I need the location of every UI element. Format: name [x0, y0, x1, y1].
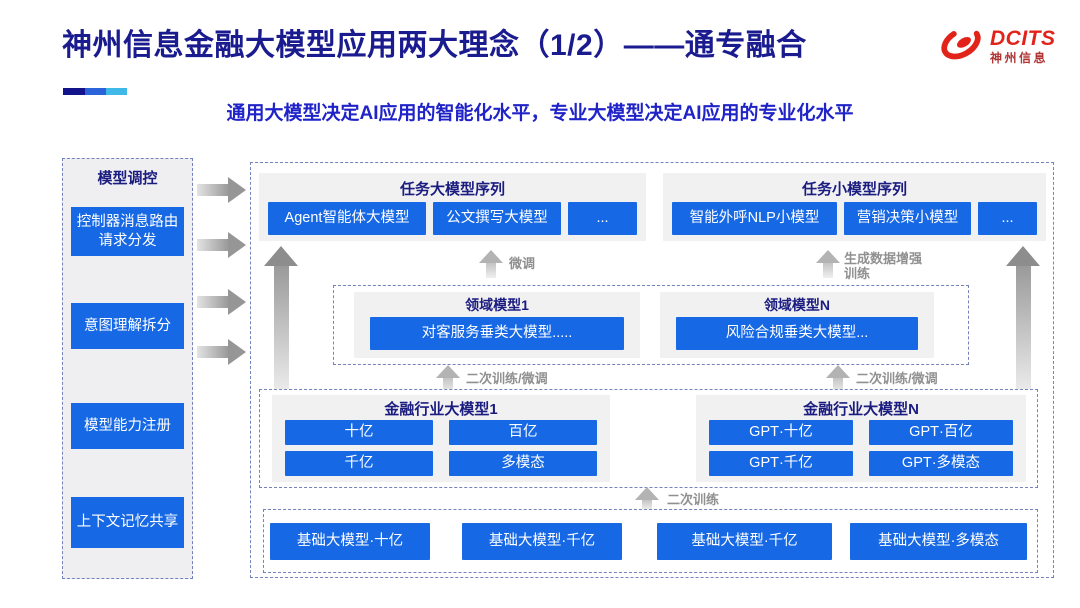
arrow-up-tall-left-icon [264, 246, 298, 394]
panel-task-large-title: 任务大模型序列 [399, 181, 505, 198]
group-industry-model-1: 金融行业大模型1 十亿 百亿 千亿 多模态 [272, 395, 610, 482]
group-domain-1-title: 领域模型1 [465, 297, 529, 313]
arrow-up-secondary-training-icon [635, 487, 659, 510]
label-gen-data-training: 生成数据增强 训练 [844, 251, 923, 281]
node-customer-service-model: 对客服务垂类大模型..... [370, 317, 624, 350]
group-domain-model-1: 领域模型1 对客服务垂类大模型..... [354, 292, 640, 358]
arrow-up-secondary-ft-left-icon [436, 365, 460, 393]
node-large-models-ellipsis: ... [568, 202, 637, 235]
node-foundation-100b-a: 基础大模型·千亿 [462, 523, 622, 560]
panel-task-large-models: 任务大模型序列 Agent智能体大模型 公文撰写大模型 ... [259, 173, 646, 241]
arrow-right-1-icon [197, 177, 247, 203]
node-document-writing-model: 公文撰写大模型 [433, 202, 561, 235]
node-foundation-1b: 基础大模型·十亿 [270, 523, 430, 560]
arrow-right-3-icon [197, 289, 247, 315]
sidebar-item-context-memory: 上下文记忆共享 [71, 497, 184, 548]
sidebar-model-control: 模型调控 控制器消息路由请求分发 意图理解拆分 模型能力注册 上下文记忆共享 [62, 158, 193, 579]
panel-domain-models: 领域模型1 对客服务垂类大模型..... 领域模型N 风险合规垂类大模型... [333, 285, 969, 365]
node-risk-compliance-model: 风险合规垂类大模型... [676, 317, 918, 350]
main-diagram: 任务大模型序列 Agent智能体大模型 公文撰写大模型 ... 任务小模型序列 … [250, 162, 1054, 578]
slide-subtitle: 通用大模型决定AI应用的智能化水平，专业大模型决定AI应用的专业化水平 [226, 103, 854, 124]
logo-brand: DCITS [990, 26, 1056, 50]
node-marketing-decision-small-model: 营销决策小模型 [844, 202, 971, 235]
node-10b: 百亿 [449, 420, 597, 445]
node-foundation-100b-b: 基础大模型·千亿 [657, 523, 832, 560]
sidebar-item-intent-splitting: 意图理解拆分 [71, 303, 184, 349]
panel-industry-models: 金融行业大模型1 十亿 百亿 千亿 多模态 金融行业大模型N GPT·十亿 GP… [259, 389, 1038, 488]
node-foundation-multimodal: 基础大模型·多模态 [850, 523, 1027, 560]
arrow-right-4-icon [197, 339, 247, 365]
logo-brand-cn: 神州信息 [990, 50, 1049, 65]
label-finetune: 微调 [509, 256, 536, 271]
label-secondary-training: 二次训练 [667, 492, 720, 507]
node-gpt-multimodal: GPT·多模态 [869, 451, 1013, 476]
panel-task-small-title: 任务小模型序列 [801, 181, 907, 198]
page-title: 神州信息金融大模型应用两大理念（1/2）——通专融合 [62, 29, 807, 62]
node-outbound-nlp-small-model: 智能外呼NLP小模型 [672, 202, 837, 235]
arrow-up-gen-data-icon [816, 250, 840, 278]
logo-swirl-icon [938, 20, 984, 71]
sidebar-title: 模型调控 [97, 170, 158, 187]
dcits-logo: DCITS 神州信息 [938, 20, 1056, 71]
title-accent-bar [63, 88, 127, 95]
arrow-right-2-icon [197, 232, 247, 258]
node-small-models-ellipsis: ... [978, 202, 1037, 235]
group-domain-n-title: 领域模型N [763, 297, 831, 313]
arrow-up-tall-right-icon [1006, 246, 1040, 394]
group-industry-model-n: 金融行业大模型N GPT·十亿 GPT·百亿 GPT·千亿 GPT·多模态 [696, 395, 1026, 482]
node-gpt-1b: GPT·十亿 [709, 420, 853, 445]
node-gpt-10b: GPT·百亿 [869, 420, 1013, 445]
node-100b: 千亿 [285, 451, 433, 476]
label-secondary-ft-left: 二次训练/微调 [466, 371, 548, 386]
node-agent-large-model: Agent智能体大模型 [268, 202, 426, 235]
node-1b: 十亿 [285, 420, 433, 445]
panel-foundation-models: 基础大模型·十亿 基础大模型·千亿 基础大模型·千亿 基础大模型·多模态 [263, 509, 1038, 573]
label-secondary-ft-right: 二次训练/微调 [856, 371, 938, 386]
panel-task-small-models: 任务小模型序列 智能外呼NLP小模型 营销决策小模型 ... [663, 173, 1046, 241]
node-gpt-100b: GPT·千亿 [709, 451, 853, 476]
sidebar-item-message-routing: 控制器消息路由请求分发 [71, 207, 184, 256]
sidebar-item-capability-registration: 模型能力注册 [71, 403, 184, 449]
group-industry-n-title: 金融行业大模型N [803, 401, 919, 418]
group-industry-1-title: 金融行业大模型1 [384, 401, 498, 418]
node-multimodal: 多模态 [449, 451, 597, 476]
arrow-up-secondary-ft-right-icon [826, 365, 850, 393]
arrow-up-finetune-icon [479, 250, 503, 278]
group-domain-model-n: 领域模型N 风险合规垂类大模型... [660, 292, 934, 358]
